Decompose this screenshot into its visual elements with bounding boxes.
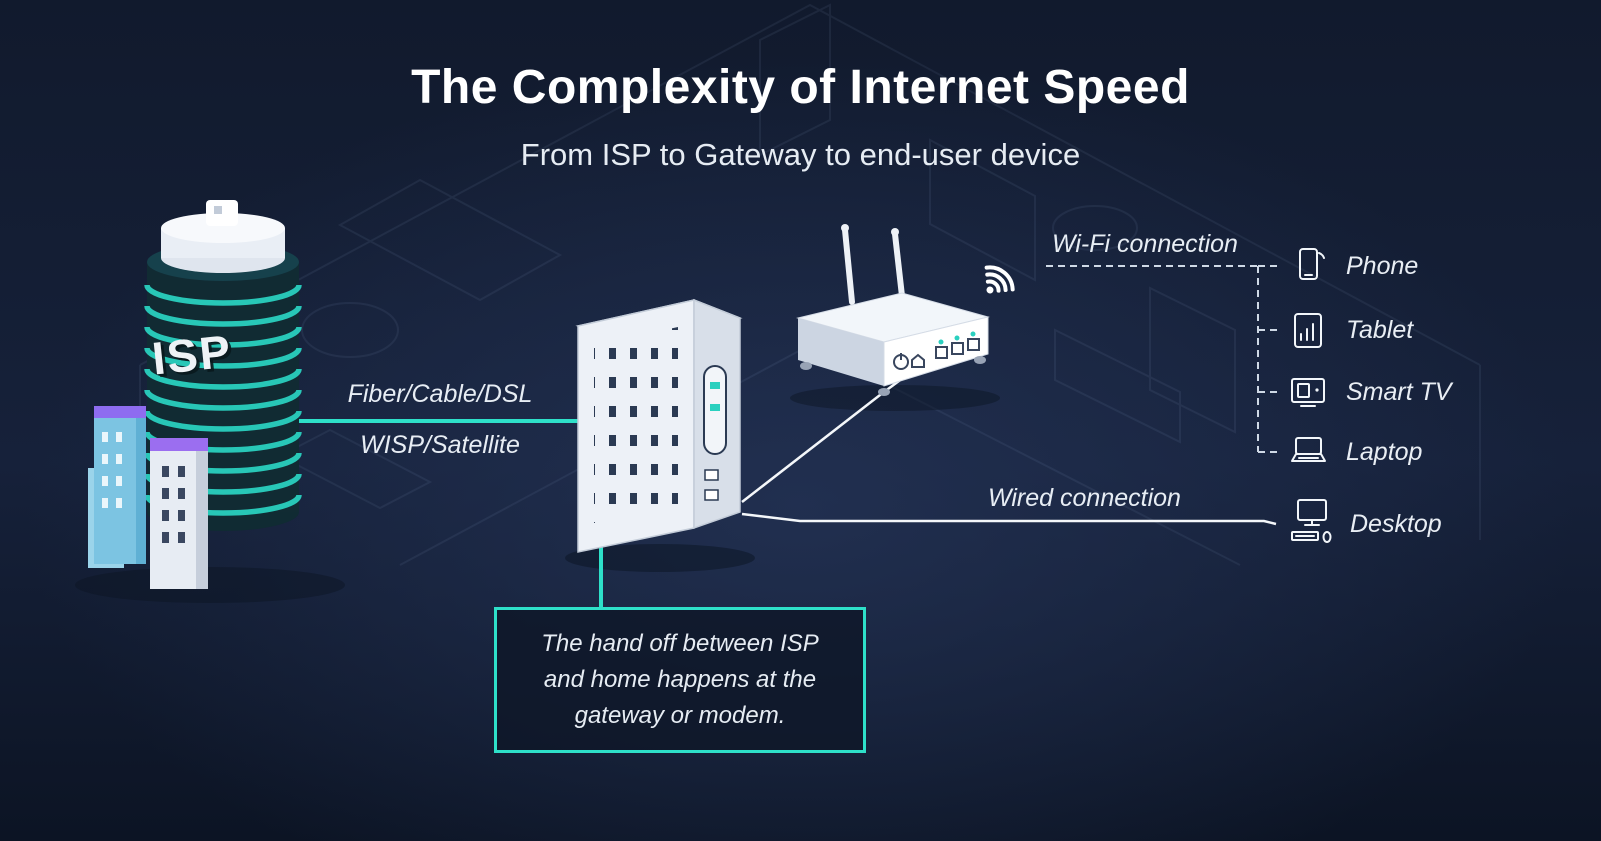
isp-building-label: ISP xyxy=(149,324,235,385)
ground-shadows xyxy=(75,385,1000,603)
gateway-modem-illustration xyxy=(575,298,743,553)
wired-connection-label: Wired connection xyxy=(988,484,1181,512)
tablet-icon xyxy=(1294,313,1322,348)
device-row-desktop: Desktop xyxy=(1286,496,1442,552)
device-label-laptop: Laptop xyxy=(1346,437,1423,466)
desktop-icon xyxy=(1291,499,1332,543)
gateway-callout-text: The hand off between ISP and home happen… xyxy=(541,630,819,729)
fiber-cable-dsl-label: Fiber/Cable/DSL xyxy=(347,380,533,408)
wired-cable xyxy=(741,512,1277,526)
page-subtitle: From ISP to Gateway to end-user device xyxy=(520,137,1081,172)
wifi-connection-label: Wi-Fi connection xyxy=(1052,230,1238,258)
device-label-desktop: Desktop xyxy=(1350,509,1442,538)
smart-tv-icon xyxy=(1291,378,1325,407)
device-row-phone: Phone xyxy=(1286,244,1418,288)
page-title: The Complexity of Internet Speed xyxy=(411,61,1190,114)
laptop-icon xyxy=(1291,437,1326,462)
device-label-tablet: Tablet xyxy=(1346,315,1414,344)
device-label-phone: Phone xyxy=(1346,251,1419,280)
wisp-satellite-label: WISP/Satellite xyxy=(360,431,520,459)
device-row-smart-tv: Smart TV xyxy=(1286,370,1452,414)
wifi-dashed-lines xyxy=(1046,265,1282,453)
wifi-signal-icon xyxy=(984,265,1015,294)
device-row-laptop: Laptop xyxy=(1286,430,1422,474)
isp-building-illustration xyxy=(144,200,302,531)
wifi-router-illustration xyxy=(796,224,990,396)
phone-icon xyxy=(1299,248,1325,280)
gateway-callout-box: The hand off between ISP and home happen… xyxy=(494,607,866,753)
device-row-tablet: Tablet xyxy=(1286,308,1413,352)
city-buildings-illustration xyxy=(88,406,208,589)
device-label-smart-tv: Smart TV xyxy=(1346,377,1452,406)
